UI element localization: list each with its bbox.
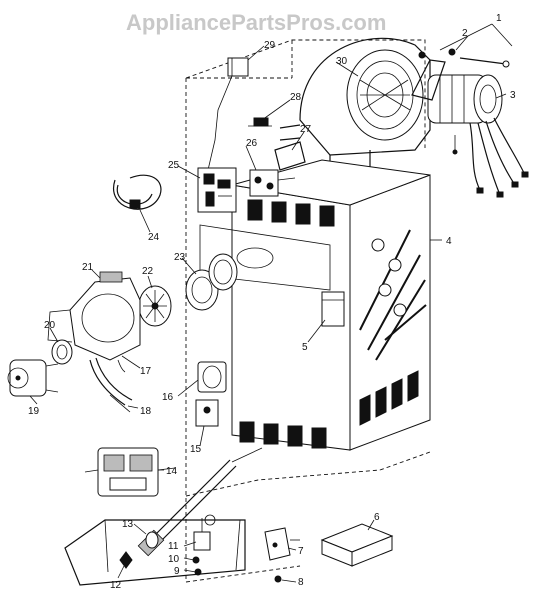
- callout-6: 6: [374, 512, 380, 523]
- hose-18: [89, 357, 133, 413]
- callout-3: 3: [510, 90, 516, 101]
- top-baffles: [247, 199, 335, 227]
- side-ribs: [359, 229, 427, 361]
- callout-5: 5: [302, 342, 308, 353]
- callout-labels: 1 2 3 4 5 6 7 8 9 10 11 12 13 14 15 16 1…: [28, 13, 516, 591]
- bottom-baffles: [239, 370, 419, 449]
- callout-23: 23: [174, 252, 186, 263]
- callout-15: 15: [190, 444, 202, 455]
- callout-26: 26: [246, 138, 258, 149]
- inducer-motor-20: [51, 339, 73, 365]
- switch-28: [248, 117, 272, 127]
- callout-16: 16: [162, 392, 174, 403]
- burner-13: [145, 531, 159, 549]
- callout-30: 30: [336, 56, 348, 67]
- motor-19: [7, 359, 59, 397]
- callout-19: 19: [28, 406, 40, 417]
- gas-valve-14: [84, 447, 176, 497]
- ignitor-12: [119, 551, 133, 569]
- callout-1: 1: [496, 13, 502, 24]
- control-module-6: [320, 523, 394, 567]
- callout-9: 9: [174, 566, 180, 577]
- heat-exchanger: [199, 159, 431, 451]
- clip-part: [321, 291, 345, 327]
- callout-4: 4: [446, 236, 452, 247]
- bottom-bracket: [64, 519, 246, 586]
- callout-27: 27: [300, 124, 312, 135]
- screw-8: [274, 575, 282, 583]
- callout-14: 14: [166, 466, 178, 477]
- callout-21: 21: [82, 262, 94, 273]
- callout-29: 29: [264, 40, 276, 51]
- callout-20: 20: [44, 320, 56, 331]
- callout-8: 8: [298, 577, 304, 588]
- callout-25: 25: [168, 160, 180, 171]
- switch-15: [195, 399, 219, 427]
- inducer-wheel-22: [138, 285, 172, 327]
- callout-2: 2: [462, 28, 468, 39]
- relay-26: [249, 169, 296, 197]
- blower-motor: [411, 48, 529, 198]
- control-board-25: [197, 167, 237, 213]
- transformer-29: [207, 57, 249, 171]
- rollout-switch-7: [264, 527, 300, 561]
- callout-28: 28: [290, 92, 302, 103]
- callout-10: 10: [168, 554, 180, 565]
- watermark: AppliancePartsPros.com: [126, 10, 386, 35]
- gasket-23: [185, 253, 238, 311]
- callout-11: 11: [168, 541, 179, 552]
- callout-12: 12: [110, 580, 122, 591]
- callout-18: 18: [140, 406, 152, 417]
- pressure-line-17: [117, 359, 126, 373]
- callout-17: 17: [140, 366, 152, 377]
- flame-sensor-11: [193, 514, 216, 551]
- leader-lines: [29, 23, 513, 583]
- inducer-housing-21: [47, 271, 141, 361]
- callout-24: 24: [148, 232, 160, 243]
- callout-7: 7: [298, 546, 304, 557]
- limit-switch-27: [274, 141, 306, 171]
- sensor-16: [197, 361, 227, 393]
- callout-13: 13: [122, 519, 134, 530]
- wire-harness-24: [112, 174, 162, 210]
- callout-22: 22: [142, 266, 154, 277]
